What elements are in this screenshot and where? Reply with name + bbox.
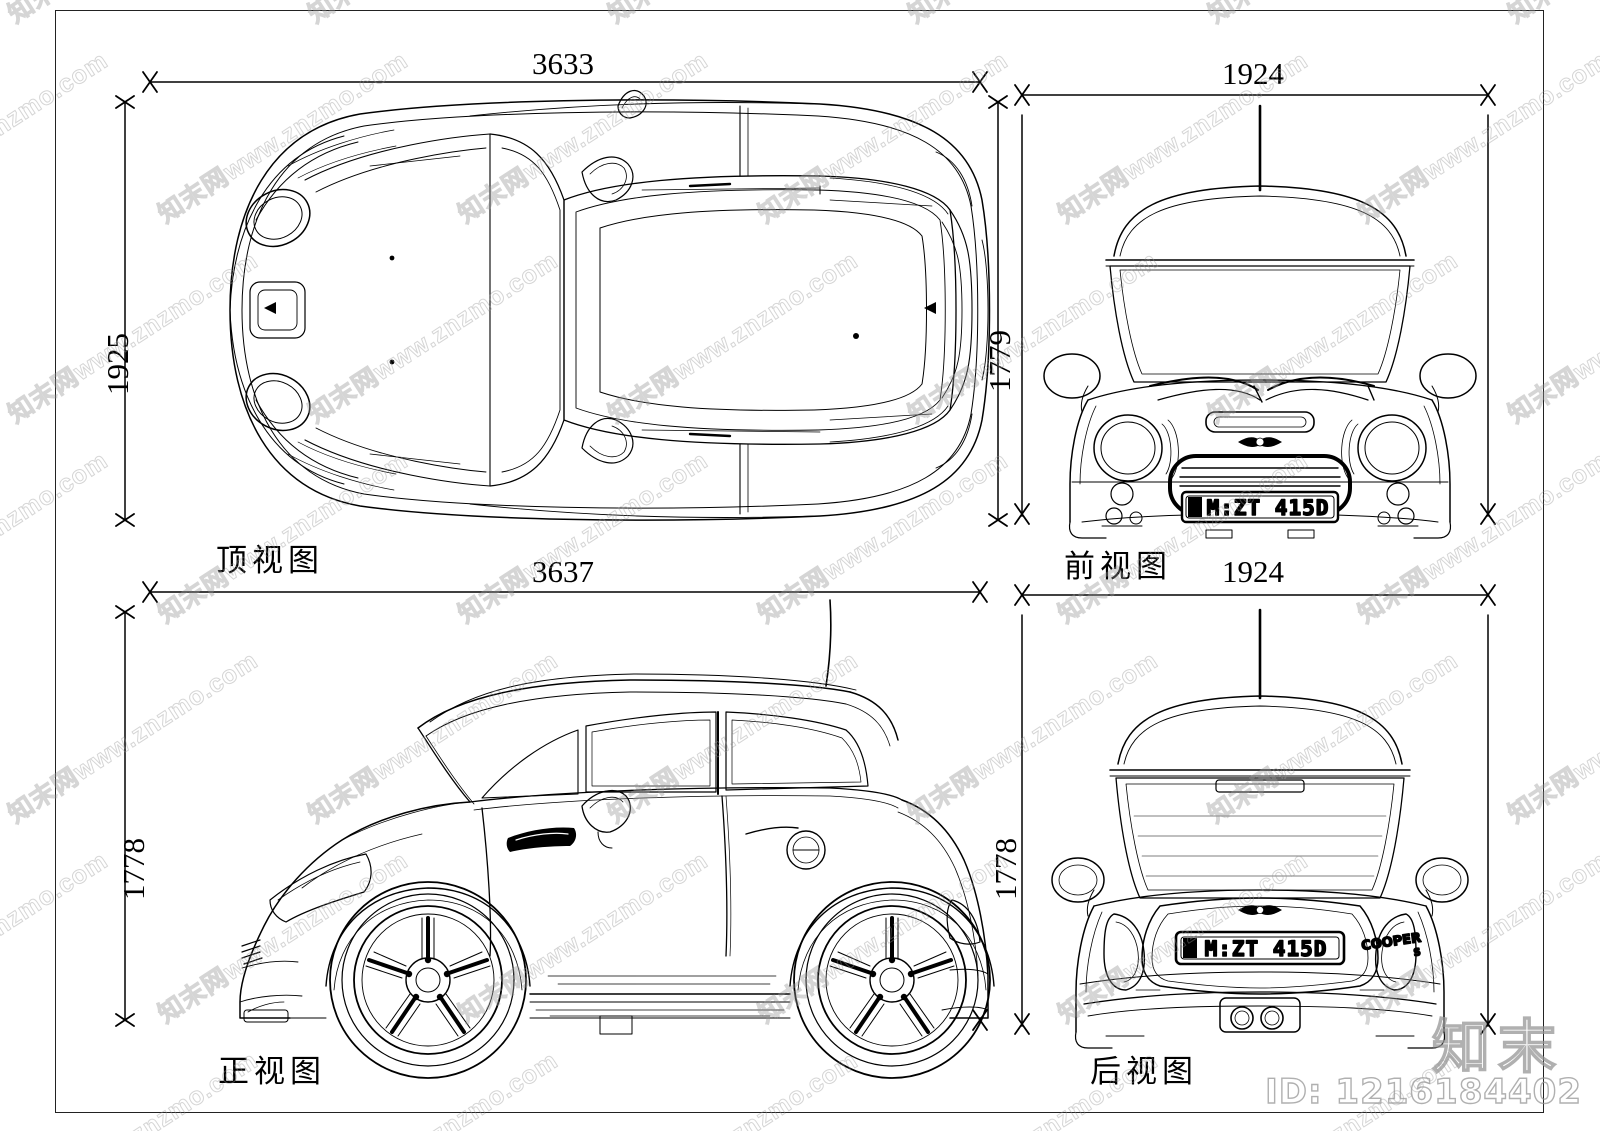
view-rear: o D M:ZT 415D COOPER S [1010,580,1510,1050]
drawing-id-label: ID: 1216184402 [1264,1071,1582,1112]
dim-top-length: 3633 [532,46,594,81]
dim-front-height: 1779 [982,330,1017,392]
dim-front-width: 1924 [1222,56,1284,91]
view-side [115,570,1030,1079]
svg-text:o: o [1188,941,1192,949]
caption-rear-view: 后视图 [1090,1054,1198,1090]
dim-rear-height: 1778 [988,838,1023,900]
svg-text:D: D [1187,950,1193,960]
svg-text:M:ZT 415D: M:ZT 415D [1207,496,1330,520]
dim-side-length: 3637 [532,554,594,589]
site-logo: 知末 [1431,1012,1564,1082]
dim-top-width: 1925 [100,333,135,395]
view-top [115,60,1030,560]
dim-side-height: 1778 [116,838,151,900]
caption-side-view: 正视图 [218,1054,326,1090]
dim-rear-width: 1924 [1222,554,1284,589]
drawing-border [55,10,1544,1113]
svg-text:S: S [1413,947,1422,959]
caption-top-view: 顶视图 [216,543,324,579]
svg-text:M:ZT 415D: M:ZT 415D [1205,937,1328,961]
view-front: o D M:ZT 415D [1010,70,1510,540]
svg-text:D: D [1192,509,1198,519]
svg-text:o: o [1193,500,1197,508]
caption-front-view: 前视图 [1064,549,1172,585]
